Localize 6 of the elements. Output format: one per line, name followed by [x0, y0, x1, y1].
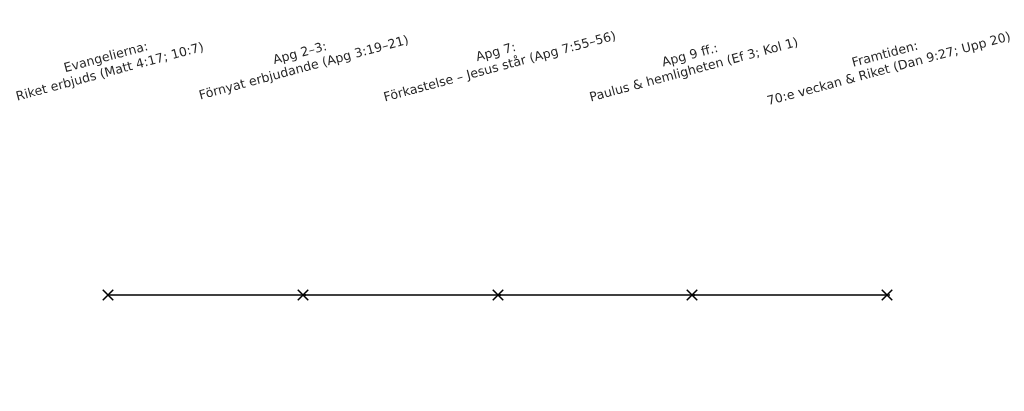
cross-marker [881, 289, 893, 301]
cross-marker [297, 289, 309, 301]
cross-marker [102, 289, 114, 301]
cross-marker [492, 289, 504, 301]
timeline-line [691, 294, 891, 296]
cross-marker [686, 289, 698, 301]
